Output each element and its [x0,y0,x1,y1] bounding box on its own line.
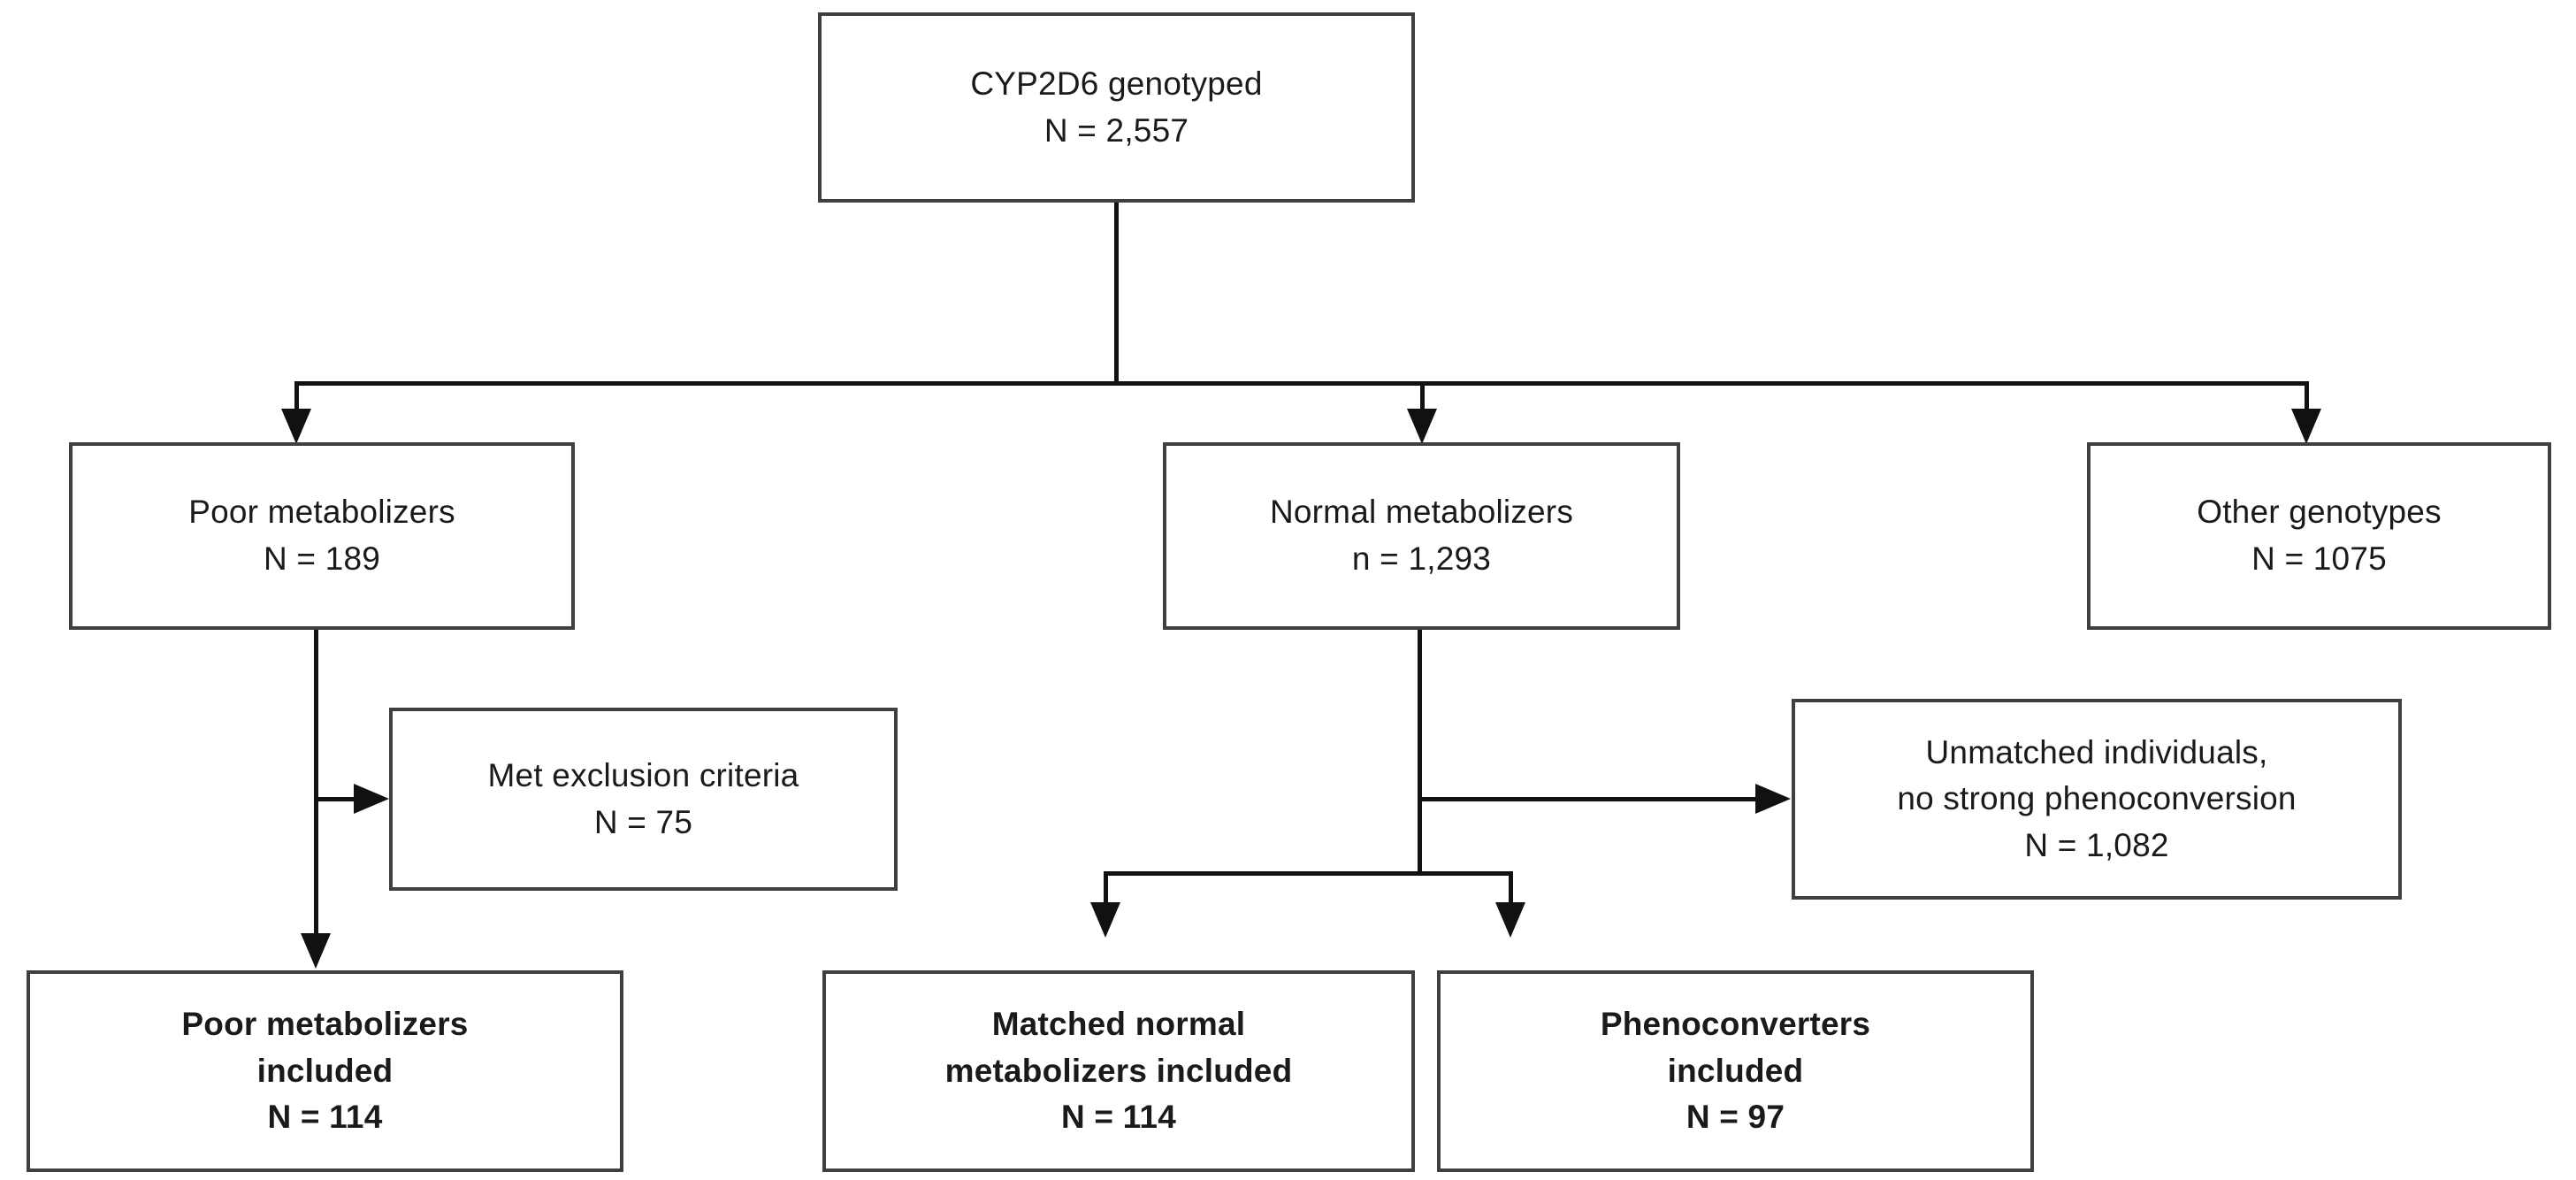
node-line: Matched normal [991,1006,1246,1043]
node-other-genotypes: Other genotypes N = 1075 [2087,442,2551,630]
node-unmatched-individuals: Unmatched individuals, no strong phenoco… [1792,699,2402,900]
arrow-right-met-exclusion [354,784,389,814]
node-line: N = 75 [593,803,693,840]
node-line: Met exclusion criteria [487,756,799,793]
node-cyp2d6-genotyped: CYP2D6 genotyped N = 2,557 [818,12,1415,203]
connector-drop-matched-normal [1104,871,1108,923]
node-line: included [1667,1052,1804,1089]
node-line: Poor metabolizers [188,494,455,531]
arrow-down-poor-metabolizers-included [301,933,331,969]
node-line: N = 189 [263,540,381,577]
connector-drop-phenoconverters [1509,871,1513,923]
node-matched-normal-metabolizers-included: Matched normal metabolizers included N =… [822,970,1415,1172]
connector-left-column-vertical [314,630,318,935]
node-line: N = 2,557 [1043,111,1189,149]
node-line: CYP2D6 genotyped [970,65,1263,102]
arrow-down-normal-metabolizers [1407,409,1437,444]
node-line: Normal metabolizers [1269,494,1574,531]
connector-trunk-vertical [1114,203,1119,384]
connector-center-column-vertical [1418,630,1422,873]
connector-drop-right [2305,381,2309,425]
node-line: n = 1,293 [1351,540,1492,577]
node-line: N = 114 [267,1099,383,1136]
node-line: included [256,1052,394,1089]
connector-drop-center [1420,381,1425,425]
arrow-down-phenoconverters-included [1495,902,1525,938]
node-line: metabolizers included [944,1052,1293,1089]
node-line: N = 97 [1685,1099,1785,1136]
node-line: no strong phenoconversion [1897,780,2297,817]
arrow-right-unmatched-individuals [1755,784,1791,814]
node-poor-metabolizers-included: Poor metabolizers included N = 114 [27,970,623,1172]
node-line: N = 1075 [2251,540,2387,577]
arrow-down-poor-metabolizers [281,409,311,444]
node-poor-metabolizers: Poor metabolizers N = 189 [69,442,575,630]
connector-left-exclusion-horizontal [314,797,367,801]
node-phenoconverters-included: Phenoconverters included N = 97 [1437,970,2034,1172]
node-line: Other genotypes [2197,494,2442,531]
connector-drop-left [294,381,299,425]
node-line: N = 1,082 [2024,826,2169,863]
node-line: N = 114 [1061,1099,1176,1136]
node-line: Unmatched individuals, [1925,733,2268,770]
connector-split-bar-row1 [294,381,2309,386]
node-line: Poor metabolizers [181,1006,469,1043]
connector-center-unmatched-horizontal [1418,797,1771,801]
arrow-down-other-genotypes [2291,409,2321,444]
node-met-exclusion-criteria: Met exclusion criteria N = 75 [389,708,898,891]
connector-split-bar-row3 [1104,871,1513,876]
node-normal-metabolizers: Normal metabolizers n = 1,293 [1163,442,1680,630]
node-line: Phenoconverters [1600,1006,1871,1043]
arrow-down-matched-normal-included [1090,902,1120,938]
